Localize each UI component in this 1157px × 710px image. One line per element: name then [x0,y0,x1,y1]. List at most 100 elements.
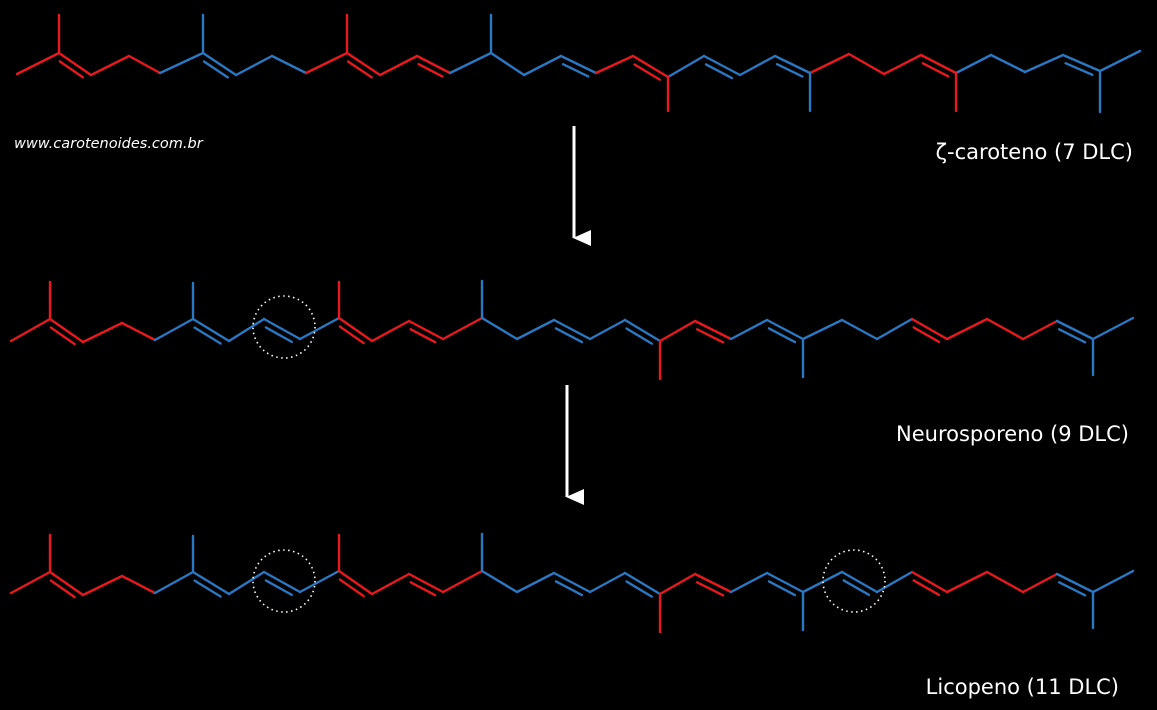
single-bond [594,54,635,75]
double-bond-inner [49,326,76,346]
double-bond [693,572,733,594]
double-bond-inner [1064,62,1094,76]
single-bond [847,52,886,76]
single-bond [448,51,493,75]
single-bond [81,321,124,344]
double-bond-inner [346,60,373,79]
single-bond [441,569,484,594]
single-bond [522,54,563,77]
double-bond-inner [417,62,444,78]
double-bond-inner [695,328,725,344]
double-bond [1055,572,1095,594]
double-bond [765,571,805,594]
single-bond [127,54,162,75]
double-bond-inner [1057,581,1087,597]
double-bond-inner [338,325,365,345]
double-bond-inner [633,63,661,81]
double-bond [191,317,231,343]
single-bond [801,318,844,341]
label-neurosporene: Neurosporeno (9 DLC) [896,422,1129,446]
single-bond [153,570,195,595]
single-bond [588,318,627,341]
double-bond-inner [554,580,584,597]
double-bond-inner [49,579,76,599]
single-bond [808,52,851,75]
double-bond-inner [912,579,941,597]
double-bond [48,317,85,344]
single-bond [985,570,1025,594]
double-bond-inner [202,60,229,79]
double-bond-inner [338,578,365,598]
single-bond [945,317,989,341]
single-bond [989,53,1027,74]
double-bond [262,570,302,594]
double-bond-inner [912,326,941,344]
double-bond-inner [704,63,734,80]
double-bond [201,51,238,77]
single-bond [1091,316,1135,341]
single-bond [1021,319,1059,341]
double-bond [407,319,445,341]
label-lycopene: Licopeno (11 DLC) [925,675,1119,699]
single-bond [234,54,274,77]
double-bond [337,316,374,343]
single-bond [480,569,519,594]
double-bond [345,51,382,77]
double-bond [631,54,670,79]
double-bond [840,570,879,594]
label-zeta-carotene: ζ-caroteno (7 DLC) [935,140,1133,164]
single-bond [120,321,157,342]
double-bond [910,317,949,341]
double-bond-inner [695,581,725,597]
double-bond [48,570,85,597]
double-bond [623,318,662,343]
double-bond [552,571,592,594]
single-bond [298,316,341,341]
single-bond [227,570,266,596]
single-bond [153,317,195,342]
single-bond [945,570,989,594]
single-bond [729,318,769,341]
single-bond [658,319,697,343]
single-bond [15,51,61,76]
double-bond [919,53,958,75]
double-bond [1061,53,1102,73]
double-bond [262,317,302,341]
single-bond [875,317,914,341]
double-bond [910,570,949,594]
double-bond-inner [625,327,653,345]
double-bond-inner [561,63,590,78]
lycopene-structure [9,532,1135,634]
single-bond [227,317,266,343]
single-bond [489,51,526,77]
double-bond [337,569,374,596]
new-double-bond-highlight-1 [252,295,316,359]
double-bond [623,571,662,596]
single-bond [588,571,627,594]
double-bond-inner [193,579,222,598]
double-bond-inner [767,580,797,597]
double-bond [1055,319,1095,341]
single-bond [515,571,556,594]
double-bond [765,318,805,341]
single-bond [298,569,341,594]
double-bond-inner [625,580,653,598]
neurosporene-structure [9,279,1135,381]
single-bond [1091,569,1135,594]
single-bond [954,53,993,75]
double-bond-inner [1057,328,1087,344]
single-bond [882,53,923,76]
single-bond [9,570,52,595]
double-bond-inner [264,579,294,597]
double-bond [693,319,733,341]
new-double-bond-highlight-2 [252,549,316,613]
single-bond [270,54,308,75]
single-bond [1098,49,1142,73]
single-bond [729,571,769,594]
double-bond-inner [921,62,950,78]
double-bond-inner [409,328,437,344]
single-bond [985,317,1025,341]
single-bond [89,54,131,77]
single-bond [480,316,519,341]
